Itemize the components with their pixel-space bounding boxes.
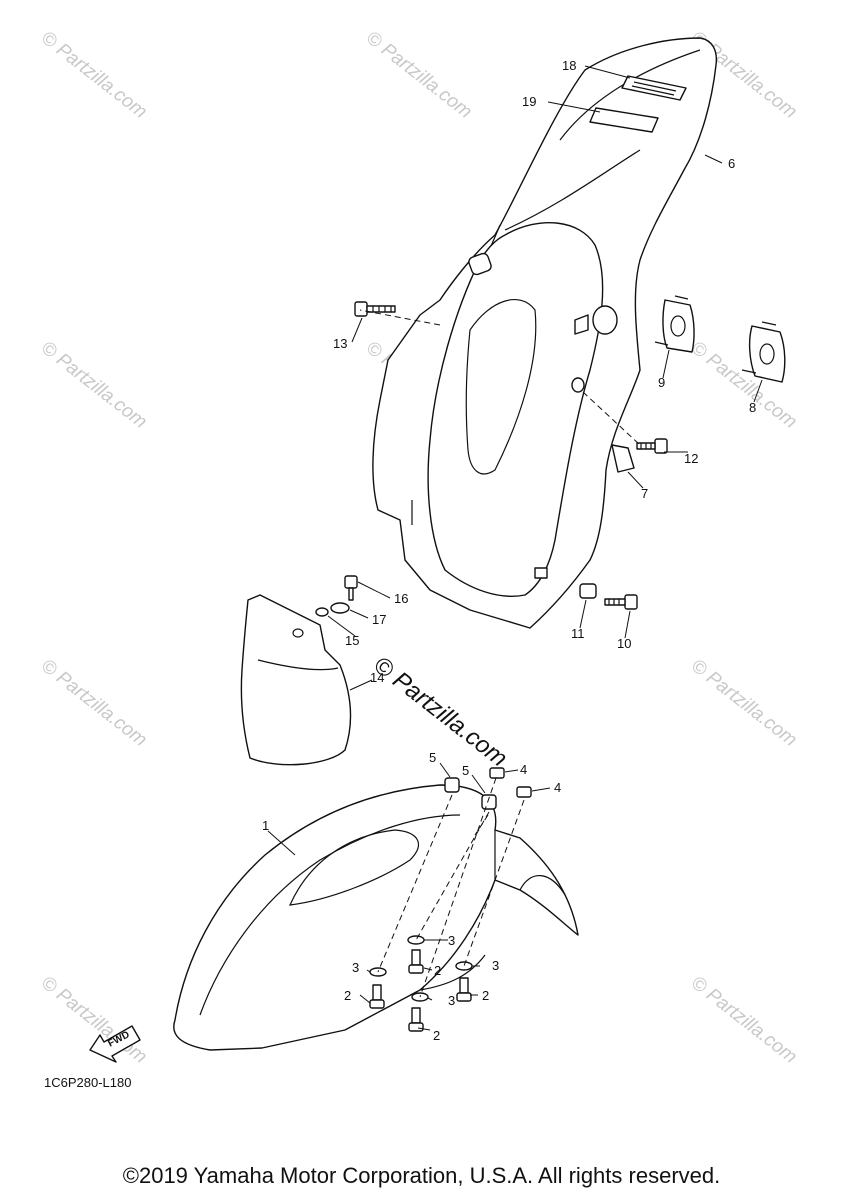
- callout-8: 8: [749, 400, 756, 415]
- diagram-code: 1C6P280-L180: [44, 1075, 131, 1090]
- callout-19: 19: [522, 94, 536, 109]
- callout-14: 14: [370, 670, 384, 685]
- callout-16: 16: [394, 591, 408, 606]
- callout-18: 18: [562, 58, 576, 73]
- callout-2: 2: [434, 963, 441, 978]
- callout-12: 12: [684, 451, 698, 466]
- alignment-lines: [359, 309, 641, 998]
- callout-1: 1: [262, 818, 269, 833]
- bolt-part-12: [636, 438, 668, 454]
- bracket-part-9: [654, 295, 695, 353]
- watermark: © Partzilla.com: [37, 655, 151, 750]
- callout-2: 2: [344, 988, 351, 1003]
- callout-2: 2: [482, 988, 489, 1003]
- copyright-notice: ©2019 Yamaha Motor Corporation, U.S.A. A…: [122, 1163, 721, 1188]
- front-fender-part-1: [173, 784, 579, 1051]
- watermark: © Partzilla.com: [687, 655, 801, 750]
- washer-part-3: [455, 961, 473, 971]
- callout-4: 4: [554, 780, 561, 795]
- nut-part-4: [516, 786, 532, 798]
- callout-4: 4: [520, 762, 527, 777]
- callout-3: 3: [492, 958, 499, 973]
- bolt-part-2: [408, 1007, 424, 1032]
- label-part-19: [589, 107, 659, 133]
- callout-2: 2: [433, 1028, 440, 1043]
- callouts: 18 19 6 13 9 8 12 7 16 17 15 11 10 14 1 …: [262, 58, 756, 1043]
- watermark: © Partzilla.com: [37, 337, 151, 432]
- callout-3: 3: [352, 960, 359, 975]
- collar-part-5: [481, 794, 497, 810]
- bolt-part-2: [408, 949, 424, 974]
- callout-17: 17: [372, 612, 386, 627]
- washer-part-3: [407, 935, 425, 945]
- callout-9: 9: [658, 375, 665, 390]
- callout-6: 6: [728, 156, 735, 171]
- callout-3: 3: [448, 993, 455, 1008]
- watermark: © Partzilla.com: [687, 972, 801, 1067]
- watermark-center: © Partzilla.com: [368, 651, 512, 772]
- callout-11: 11: [571, 626, 585, 641]
- callout-5: 5: [429, 750, 436, 765]
- callout-5: 5: [462, 763, 469, 778]
- bracket-part-8: [741, 321, 786, 383]
- nut-plate-part-7: [611, 444, 635, 473]
- washer-part-17: [330, 602, 350, 614]
- collar-part-15: [315, 607, 329, 617]
- callout-3: 3: [448, 933, 455, 948]
- watermark: © Partzilla.com: [362, 27, 476, 122]
- mud-flap-part-14: [240, 594, 352, 766]
- callout-13: 13: [333, 336, 347, 351]
- nut-part-4: [489, 767, 505, 779]
- rear-fender-inner: [427, 222, 604, 597]
- watermark: © Partzilla.com: [37, 972, 151, 1067]
- collar-part-11: [579, 583, 597, 599]
- leader-lines: [267, 65, 763, 1031]
- collar-part-5: [444, 777, 460, 793]
- bolt-part-10: [604, 594, 638, 610]
- callout-15: 15: [345, 633, 359, 648]
- bolt-part-13: [354, 301, 396, 317]
- callout-10: 10: [617, 636, 631, 651]
- bolt-part-2: [369, 984, 385, 1009]
- watermark: © Partzilla.com: [37, 27, 151, 122]
- bolt-part-2: [456, 977, 472, 1002]
- bolt-part-16: [344, 575, 358, 601]
- rear-fender-part-6: [372, 37, 718, 629]
- callout-7: 7: [641, 486, 648, 501]
